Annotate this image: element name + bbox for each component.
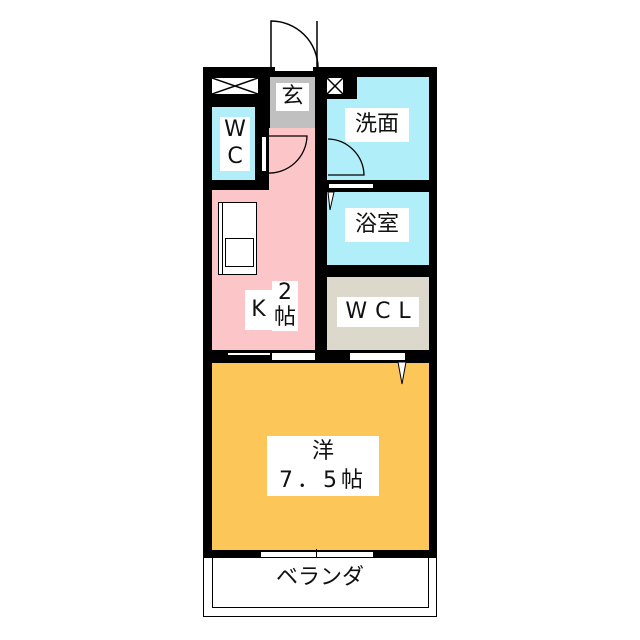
kitchen-label-unit: 帖 <box>272 305 298 331</box>
entrance-door-opening <box>275 67 313 71</box>
entrance-door-swing <box>270 20 319 69</box>
western-label-size: 7．5帖 <box>267 466 379 496</box>
wc-label-w: W <box>220 117 250 143</box>
kitchen-door-2 <box>272 353 315 360</box>
entrance-label: 玄 <box>276 83 309 111</box>
stove-icon <box>225 238 254 267</box>
balcony-label: ベランダ <box>275 565 364 591</box>
door-arrow-icon <box>327 192 335 211</box>
kitchen-door <box>227 352 271 356</box>
closet-door <box>350 353 405 360</box>
wc-label-c: C <box>220 143 250 171</box>
shaft-box-icon <box>212 78 258 94</box>
window-divider <box>316 549 317 559</box>
kitchen-label-size: 2 <box>272 280 298 305</box>
shaft-box-icon <box>327 78 343 94</box>
balcony-inner-rail <box>212 558 429 608</box>
kitchen-label-letter: K <box>245 290 272 330</box>
door-arrow-icon <box>397 362 407 385</box>
balcony-window <box>261 551 373 558</box>
bathroom-label: 浴室 <box>345 208 409 242</box>
wc-door <box>261 136 267 172</box>
washroom-label: 洗面 <box>345 108 409 142</box>
bathroom-door <box>328 183 374 189</box>
western-label-name: 洋 <box>267 436 379 468</box>
wcl-label: WCL <box>337 297 419 327</box>
kitchen-sink-edge <box>222 202 223 275</box>
wc-door-swing <box>267 135 308 174</box>
washroom-door-swing <box>327 138 365 176</box>
